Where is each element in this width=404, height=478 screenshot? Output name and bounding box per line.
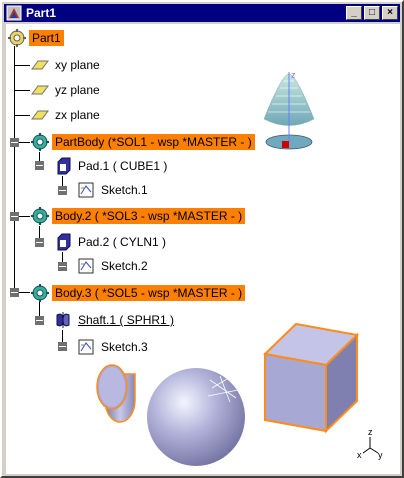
- compass-widget[interactable]: z: [263, 70, 315, 150]
- plane-icon: [31, 85, 49, 95]
- shaft-icon: [56, 312, 70, 328]
- tree-item-sketch3[interactable]: Sketch.3: [76, 337, 151, 357]
- body-gear-icon: [31, 133, 49, 151]
- close-button[interactable]: ×: [382, 6, 398, 20]
- tree-item-xy-plane[interactable]: xy plane: [30, 55, 103, 75]
- tree-item-shaft1[interactable]: Shaft.1 ( SPHR1 ): [53, 310, 177, 330]
- yz-plane-label: yz plane: [55, 83, 100, 97]
- tree-root-part1[interactable]: Part1: [7, 28, 64, 48]
- pad-icon: [57, 233, 71, 251]
- cylinder-solid[interactable]: [96, 364, 136, 423]
- tree-item-body2[interactable]: Body.2 ( *SOL3 - wsp *MASTER - ): [30, 206, 246, 226]
- pad-icon: [57, 157, 71, 175]
- axis-triad: z x y: [357, 427, 383, 460]
- tree-root-label: Part1: [29, 30, 64, 46]
- window-title: Part1: [26, 6, 57, 20]
- plane-icon: [31, 110, 49, 120]
- tree-item-sketch1[interactable]: Sketch.1: [76, 180, 151, 200]
- partbody-label: PartBody (*SOL1 - wsp *MASTER - ): [52, 134, 255, 150]
- plane-icon: [31, 60, 49, 70]
- body-gear-icon: [31, 207, 49, 225]
- 3d-viewport[interactable]: Part1 xy plane yz plane zx plane PartBod…: [6, 24, 400, 474]
- sketch-icon: [78, 339, 94, 355]
- tree-item-yz-plane[interactable]: yz plane: [30, 80, 103, 100]
- minimize-button[interactable]: _: [346, 6, 362, 20]
- tree-item-partbody[interactable]: PartBody (*SOL1 - wsp *MASTER - ): [30, 132, 255, 152]
- body3-label: Body.3 ( *SOL5 - wsp *MASTER - ): [52, 285, 246, 301]
- sphere-solid[interactable]: [147, 368, 245, 466]
- tree-connector-lines: [10, 46, 67, 351]
- 3d-geometry: z: [96, 70, 383, 466]
- sketch1-label: Sketch.1: [101, 183, 148, 197]
- pad1-label: Pad.1 ( CUBE1 ): [78, 159, 168, 173]
- maximize-button[interactable]: □: [364, 6, 380, 20]
- title-bar[interactable]: Part1 _ □ ×: [4, 4, 400, 22]
- body2-label: Body.2 ( *SOL3 - wsp *MASTER - ): [52, 208, 246, 224]
- tree-item-sketch2[interactable]: Sketch.2: [76, 256, 151, 276]
- compass-z-label: z: [291, 70, 296, 80]
- shaft1-label: Shaft.1 ( SPHR1 ): [78, 313, 175, 327]
- tree-item-body3[interactable]: Body.3 ( *SOL5 - wsp *MASTER - ): [30, 283, 246, 303]
- xy-plane-label: xy plane: [55, 58, 100, 72]
- body-gear-icon: [31, 284, 49, 302]
- catia-app-icon: [6, 5, 22, 21]
- cube-solid[interactable]: [262, 322, 360, 434]
- sketch-icon: [78, 182, 94, 198]
- sketch2-label: Sketch.2: [101, 259, 148, 273]
- tree-item-pad1[interactable]: Pad.1 ( CUBE1 ): [53, 156, 170, 176]
- zx-plane-label: zx plane: [55, 108, 100, 122]
- pad2-label: Pad.2 ( CYLN1 ): [78, 235, 167, 249]
- tree-item-pad2[interactable]: Pad.2 ( CYLN1 ): [53, 232, 169, 252]
- part-icon: [8, 29, 26, 47]
- tree-item-zx-plane[interactable]: zx plane: [30, 105, 103, 125]
- axis-z-label: z: [368, 427, 373, 437]
- axis-x-label: x: [357, 450, 362, 460]
- sketch3-label: Sketch.3: [101, 340, 148, 354]
- sketch-icon: [78, 258, 94, 274]
- axis-y-label: y: [378, 450, 383, 460]
